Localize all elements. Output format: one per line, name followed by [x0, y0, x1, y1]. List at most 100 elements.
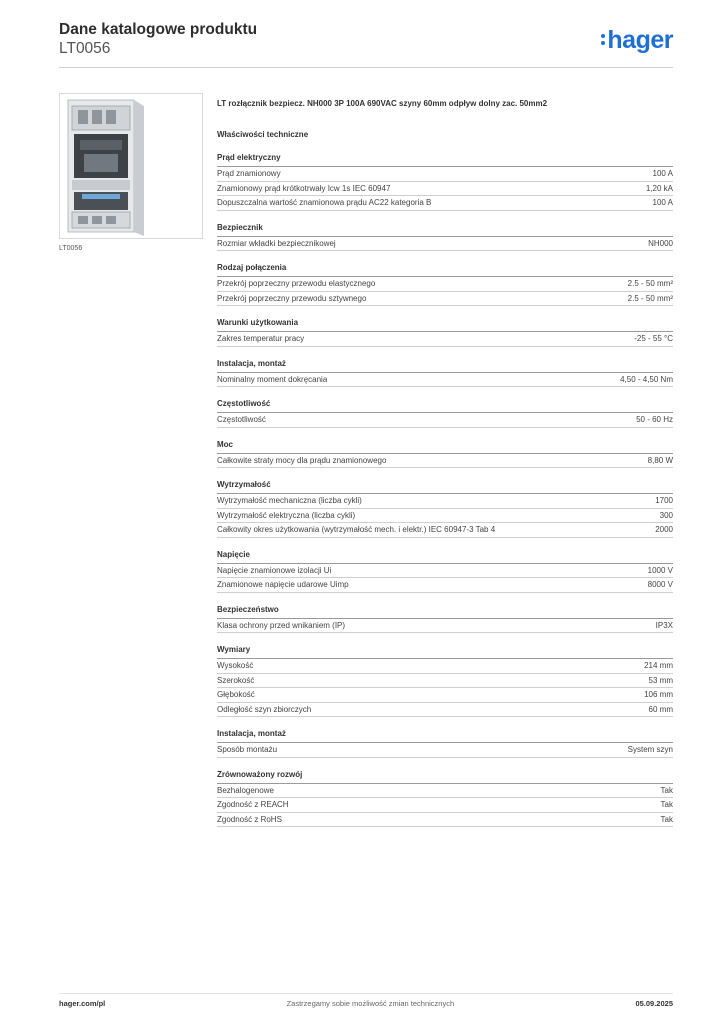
product-details: LT rozłącznik bezpiecz. NH000 3P 100A 69… — [217, 98, 673, 827]
property-label: Znamionowy prąd krótkotrwały Icw 1s IEC … — [217, 183, 391, 193]
property-value: Tak — [660, 800, 673, 809]
property-row: Sposób montażu System szyn — [217, 743, 673, 758]
product-image — [59, 93, 203, 239]
property-value: 1700 — [655, 496, 673, 505]
property-label: Przekrój poprzeczny przewodu sztywnego — [217, 293, 367, 303]
property-value: 1000 V — [647, 565, 673, 575]
section-heading: Zrównoważony rozwój — [217, 769, 673, 784]
property-value: IP3X — [655, 620, 673, 630]
property-row: Rozmiar wkładki bezpiecznikowej NH000 — [217, 237, 673, 251]
property-value: Tak — [660, 785, 673, 795]
property-row: Szerokość 53 mm — [217, 674, 673, 688]
property-row: Przekrój poprzeczny przewodu sztywnego 2.… — [217, 292, 673, 306]
property-label: Całkowite straty mocy dla prądu znamiono… — [217, 455, 387, 465]
property-label: Zgodność z RoHS — [217, 814, 282, 824]
section-heading: Wymiary — [217, 644, 673, 659]
property-row: Napięcie znamionowe izolacji Ui 1000 V — [217, 564, 673, 578]
property-label: Wytrzymałość elektryczna (liczba cykli) — [217, 510, 356, 520]
hager-logo: hager — [601, 26, 673, 54]
property-value: 8,80 W — [647, 455, 673, 465]
property-value: NH000 — [648, 238, 673, 248]
section-heading: Bezpieczeństwo — [217, 604, 673, 619]
property-label: Wysokość — [217, 661, 254, 670]
property-row: Znamionowy prąd krótkotrwały Icw 1s IEC … — [217, 182, 673, 196]
property-label: Napięcie znamionowe izolacji Ui — [217, 565, 332, 575]
section-heading: Instalacja, montaż — [217, 358, 673, 373]
property-row: Dopuszczalna wartość znamionowa prądu AC… — [217, 196, 673, 211]
property-row: Klasa ochrony przed wnikaniem (IP) IP3X — [217, 619, 673, 633]
property-value: 2.5 - 50 mm² — [627, 293, 673, 303]
property-row: Przekrój poprzeczny przewodu elastyczneg… — [217, 277, 673, 292]
section-heading: Napięcie — [217, 549, 673, 564]
property-label: Zgodność z REACH — [217, 800, 289, 809]
property-label: Przekrój poprzeczny przewodu elastyczneg… — [217, 279, 376, 288]
property-label: Odległość szyn zbiorczych — [217, 704, 312, 714]
property-value: 60 mm — [648, 704, 673, 714]
section-heading: Rodzaj połączenia — [217, 262, 673, 277]
property-label: Wytrzymałość mechaniczna (liczba cykli) — [217, 496, 362, 505]
footer-website[interactable]: hager.com/pl — [59, 999, 106, 1008]
property-value: 50 - 60 Hz — [636, 415, 673, 424]
properties-title: Właściwości techniczne — [217, 130, 309, 139]
logo-text: hager — [607, 26, 673, 54]
property-value: 4,50 - 4,50 Nm — [620, 374, 673, 384]
property-value: 106 mm — [644, 690, 673, 699]
property-label: Sposób montażu — [217, 745, 278, 754]
section-heading: Wytrzymałość — [217, 479, 673, 494]
property-row: Całkowity okres użytkowania (wytrzymałoś… — [217, 523, 673, 538]
property-value: 2000 — [655, 525, 673, 534]
property-label: Całkowity okres użytkowania (wytrzymałoś… — [217, 525, 496, 534]
section-heading: Prąd elektryczny — [217, 152, 673, 167]
header-divider — [59, 67, 673, 68]
property-row: Wytrzymałość elektryczna (liczba cykli)3… — [217, 509, 673, 523]
property-value: System szyn — [627, 745, 673, 754]
property-value: 8000 V — [647, 580, 673, 589]
page-title: Dane katalogowe produktu — [59, 21, 258, 38]
property-row: Głębokość 106 mm — [217, 688, 673, 703]
footer: hager.com/pl Zastrzegamy sobie możliwość… — [59, 999, 673, 1008]
property-row: Wytrzymałość mechaniczna (liczba cykli) 1… — [217, 494, 673, 509]
header: Dane katalogowe produktu LT0056 — [59, 21, 257, 58]
property-value: -25 - 55 °C — [634, 334, 673, 343]
property-value: 100 A — [652, 169, 673, 178]
property-label: Częstotliwość — [217, 415, 266, 424]
property-value: 2.5 - 50 mm² — [627, 279, 673, 288]
property-label: Szerokość — [217, 675, 255, 685]
section-heading: Warunki użytkowania — [217, 317, 673, 332]
property-row: Odległość szyn zbiorczych 60 mm — [217, 703, 673, 717]
section-heading: Częstotliwość — [217, 398, 673, 413]
section-heading: Instalacja, montaż — [217, 728, 673, 743]
property-label: Zakres temperatur pracy — [217, 334, 305, 343]
property-row: Zgodność z REACH Tak — [217, 798, 673, 813]
product-code: LT0056 — [59, 40, 111, 57]
property-label: Prąd znamionowy — [217, 169, 281, 178]
product-description: LT rozłącznik bezpiecz. NH000 3P 100A 69… — [217, 99, 548, 108]
footer-date: 05.09.2025 — [635, 999, 673, 1008]
property-label: Klasa ochrony przed wnikaniem (IP) — [217, 620, 346, 630]
property-label: Głębokość — [217, 690, 255, 699]
property-row: Prąd znamionowy 100 A — [217, 167, 673, 182]
photo-caption: LT0056 — [59, 245, 83, 252]
property-value: Tak — [660, 814, 673, 824]
property-value: 53 mm — [648, 675, 673, 685]
section-heading: Moc — [217, 439, 673, 454]
section-heading: Bezpiecznik — [217, 222, 673, 237]
logo-dots-icon — [601, 31, 606, 48]
footer-note: Zastrzegamy sobie możliwość zmian techni… — [286, 999, 455, 1008]
property-row: Zgodność z RoHS Tak — [217, 813, 673, 827]
property-label: Rozmiar wkładki bezpiecznikowej — [217, 238, 336, 248]
property-row: Całkowite straty mocy dla prądu znamiono… — [217, 454, 673, 468]
